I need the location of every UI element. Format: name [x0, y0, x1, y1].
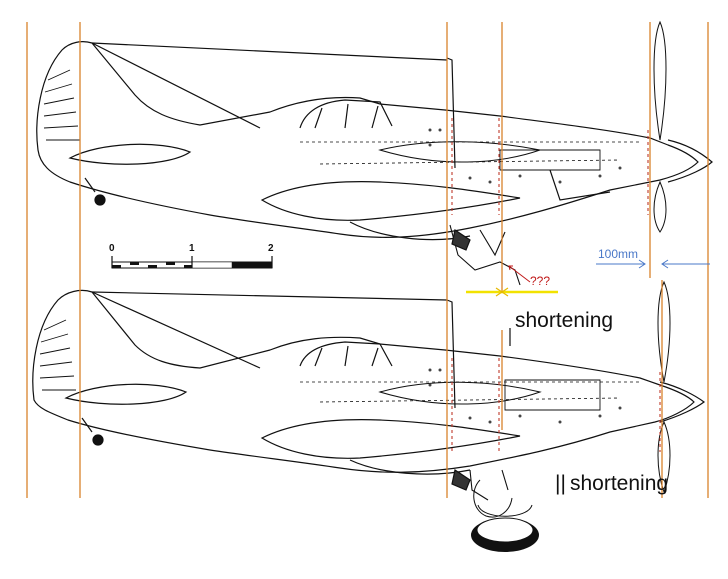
scale-label-1: 1: [189, 243, 195, 254]
shortening-marks-bottom: ||: [555, 472, 566, 495]
shortening-label-top: shortening: [515, 309, 614, 332]
scale-bar: [111, 256, 273, 269]
bottom-rivets: [428, 368, 622, 424]
shortening-label-bottom: shortening: [570, 472, 669, 495]
aircraft-top-profile: [36, 20, 713, 286]
scale-label-0: 0: [109, 243, 115, 254]
dashed-guide-marks: [451, 118, 661, 452]
question-marks-label: ???: [530, 274, 551, 288]
vertical-guide-lines: [26, 22, 709, 498]
dimension-label-100mm: 100mm: [598, 247, 639, 261]
top-rivets: [428, 128, 622, 184]
dimension-100mm: [596, 259, 710, 269]
main-wheel-bottom: [471, 504, 539, 552]
scale-label-2: 2: [268, 243, 274, 254]
yellow-shortening-marker: [466, 287, 558, 297]
question-arrow: [508, 265, 531, 283]
aircraft-bottom-profile: [32, 280, 706, 518]
